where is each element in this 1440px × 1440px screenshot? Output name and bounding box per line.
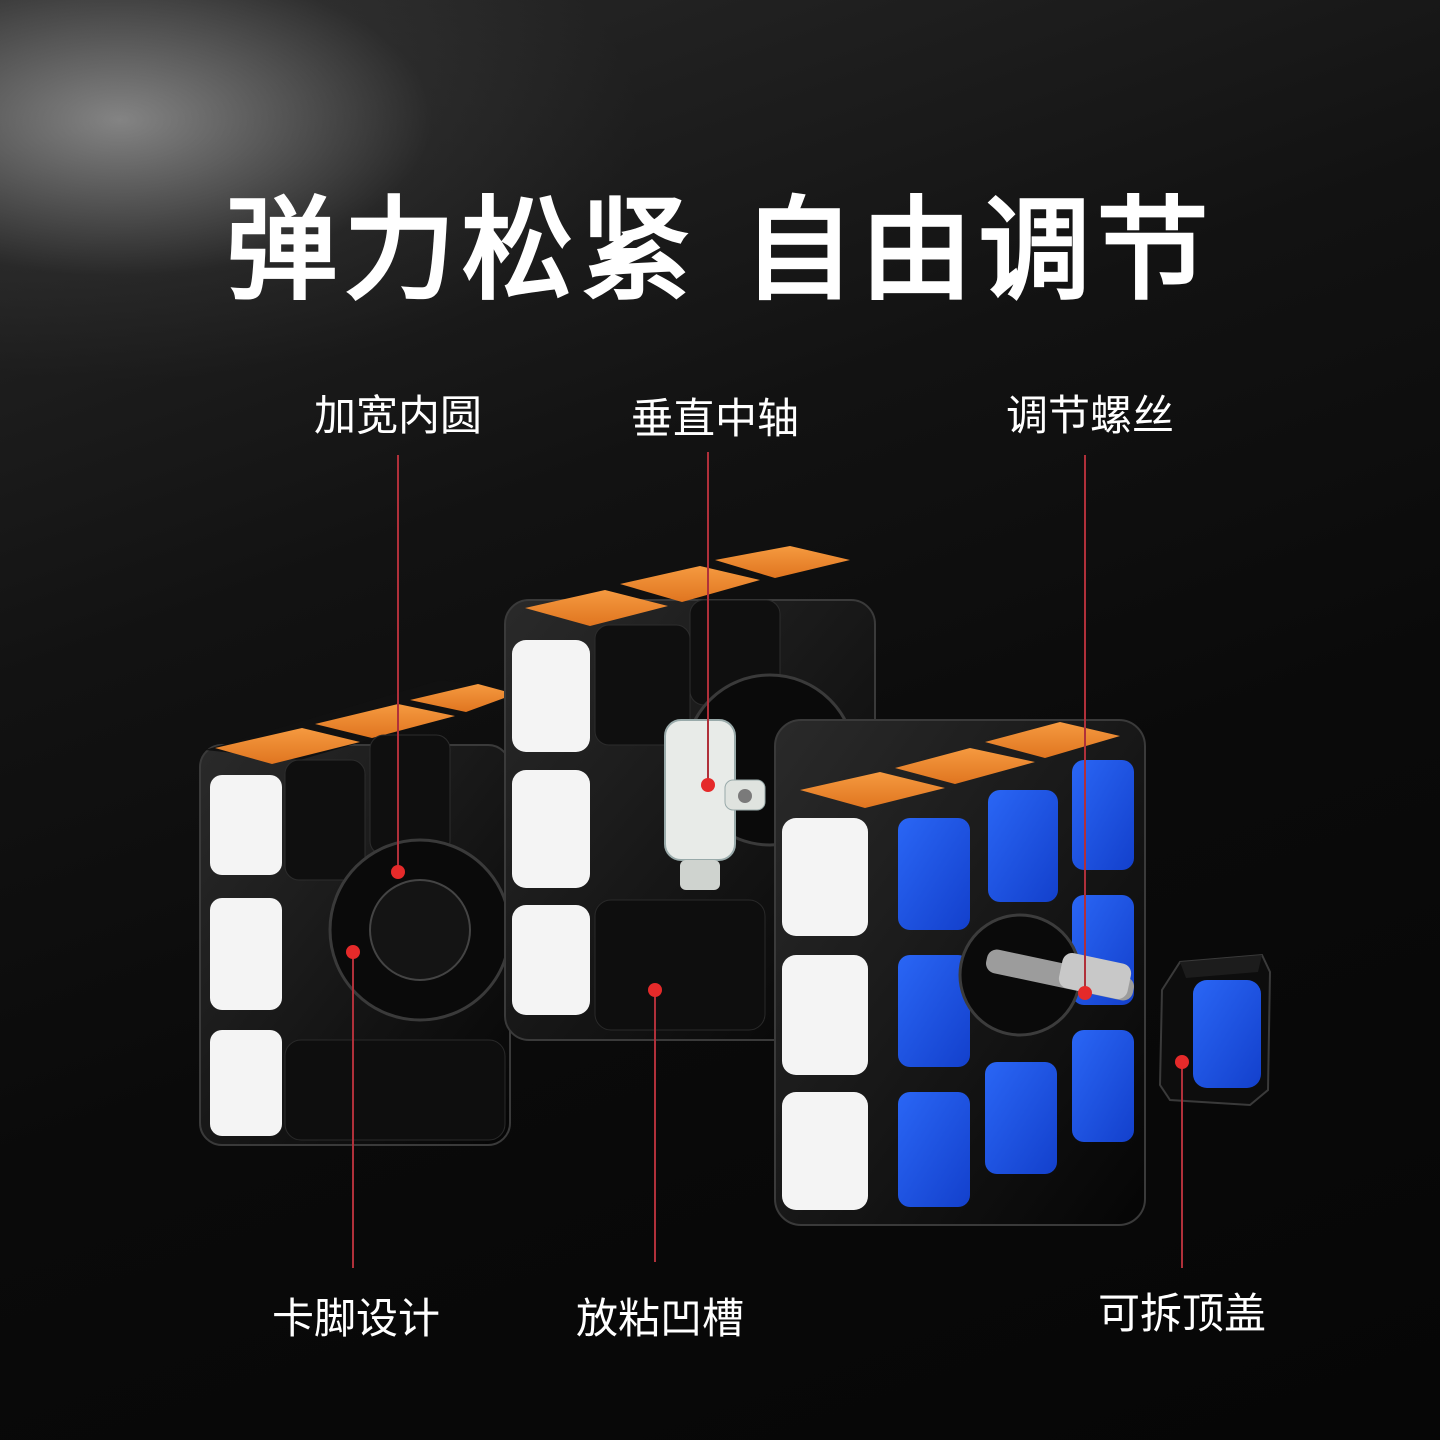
callout-clip-foot-design: 卡脚设计 [271,1294,441,1343]
callout-vertical-axis: 垂直中轴 [630,394,800,443]
sticker-white [782,955,868,1075]
sticker-white [210,1030,282,1136]
sticker-orange [985,722,1120,758]
right-slice [774,719,1146,1226]
sticker-white [782,1092,868,1210]
sticker-blue [898,818,970,930]
sticker-blue [985,1062,1057,1174]
sticker-blue [988,790,1058,902]
left-slice [199,680,515,1146]
sticker-orange [895,748,1035,784]
sticker-orange [215,728,360,764]
sticker-white [782,818,868,936]
sticker-orange [715,546,850,578]
sticker-white [512,640,590,752]
sticker-white [512,905,590,1015]
callout-sticker-groove: 放粘凹槽 [575,1294,745,1343]
sticker-orange [620,566,760,602]
sticker-blue [898,955,970,1067]
sticker-blue [1072,1030,1134,1142]
callout-adjust-screw: 调节螺丝 [1005,391,1175,440]
sticker-white [210,775,282,875]
headline: 弹力松紧 自由调节 [225,186,1215,316]
sticker-orange [410,684,515,712]
sticker-orange [800,772,945,808]
detached-cap [1158,953,1272,1107]
callout-removable-cap: 可拆顶盖 [1097,1289,1267,1338]
sticker-orange [315,704,455,738]
sticker-white [512,770,590,888]
sticker-blue [1072,760,1134,870]
sticker-orange [525,590,668,626]
leader-lines [346,452,1189,1268]
sticker-blue [898,1092,970,1207]
sticker-white [210,898,282,1010]
sticker-blue [1193,980,1261,1088]
callout-widened-inner-circle: 加宽内圆 [313,391,483,440]
